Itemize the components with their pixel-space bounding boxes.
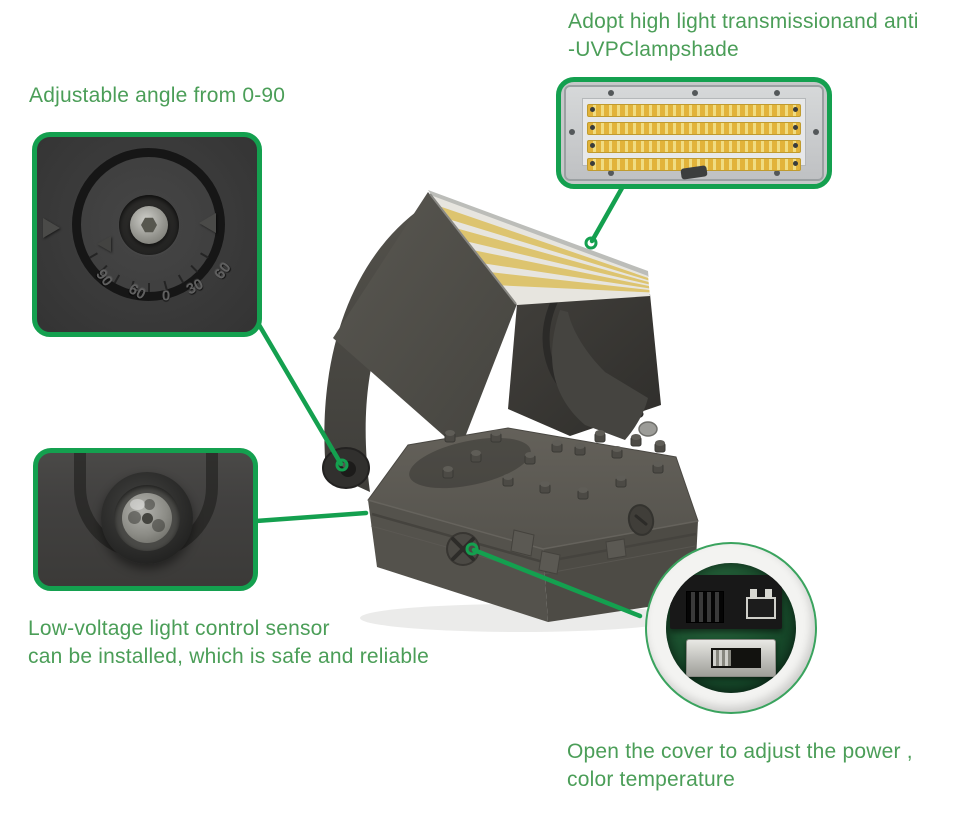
frame-screw-icon xyxy=(813,129,819,135)
callout-line-switch xyxy=(471,547,643,619)
metal-slide-switch xyxy=(686,639,776,677)
dial-tick xyxy=(148,283,150,292)
seam-clips xyxy=(510,529,627,575)
frame-screw-icon xyxy=(774,170,780,176)
light-sensor-inset-photo xyxy=(33,448,258,591)
led-panel-inset-photo xyxy=(556,77,832,189)
angle-pivot xyxy=(322,447,370,489)
hex-socket-icon xyxy=(141,217,157,233)
switch-knob xyxy=(713,650,731,666)
callout-marker-lampshade xyxy=(584,236,598,250)
product-head xyxy=(333,192,517,450)
callout-text-line: color temperature xyxy=(567,768,735,791)
black-slide-switch xyxy=(670,575,782,629)
callout-text-line: can be installed, which is safe and reli… xyxy=(28,645,430,668)
frame-screw-icon xyxy=(692,90,698,96)
wire-clip xyxy=(680,165,708,180)
callout-text-line: -UVPClampshade xyxy=(568,38,739,61)
callout-text-cover-switch: Open the cover to adjust the power , col… xyxy=(567,738,913,794)
dome-highlight xyxy=(130,499,145,510)
callout-text-line: Adopt high light transmissionand anti xyxy=(568,10,919,33)
callout-text-lampshade: Adopt high light transmissionand anti -U… xyxy=(568,8,919,64)
led-module-frame xyxy=(564,85,824,181)
frame-screw-icon xyxy=(774,90,780,96)
product-arm xyxy=(324,202,458,492)
triangle-marker-icon xyxy=(199,213,216,233)
led-strip xyxy=(587,140,801,153)
front-screw xyxy=(446,532,480,566)
product-photo xyxy=(322,190,699,632)
callout-line-sensor xyxy=(253,510,369,524)
led-panel-strips xyxy=(441,206,650,293)
dome-dot xyxy=(152,519,165,532)
base-seam-highlight xyxy=(370,525,696,575)
pcb-photo xyxy=(666,563,796,693)
hinge-bracket xyxy=(552,310,648,440)
callout-text-line: Open the cover to adjust the power , xyxy=(567,740,913,763)
triangle-marker-icon xyxy=(97,236,111,252)
callout-marker-switch xyxy=(465,542,479,556)
led-board xyxy=(582,98,806,171)
panel-rim xyxy=(428,190,649,277)
frame-screw-icon xyxy=(608,90,614,96)
triangle-marker-icon xyxy=(43,218,60,238)
switch-panel-inset-photo xyxy=(645,542,817,714)
photocell-dome xyxy=(122,493,172,543)
switch-pins xyxy=(746,589,776,619)
callout-text-line: Low-voltage light control sensor xyxy=(28,617,330,640)
frame-screw-icon xyxy=(608,170,614,176)
led-strip xyxy=(587,104,801,117)
dome-dot xyxy=(144,499,155,510)
callout-text-sensor: Low-voltage light control sensor can be … xyxy=(28,615,429,671)
callout-marker-angle xyxy=(335,458,349,472)
dial-ring xyxy=(72,148,225,301)
frame-screw-icon xyxy=(569,129,575,135)
cable-gland xyxy=(638,421,658,437)
callout-line-angle xyxy=(252,315,344,467)
panel-left-edge xyxy=(429,193,517,305)
switch-slot xyxy=(711,648,761,668)
callout-text-adjustable-angle: Adjustable angle from 0-90 xyxy=(29,82,285,110)
callout-lines xyxy=(252,185,643,619)
dome-dot xyxy=(128,511,141,524)
callout-line-lampshade xyxy=(589,185,625,244)
angle-dial-inset-photo: 90 60 0 30 60 xyxy=(32,132,262,337)
callout-text-line: Adjustable angle from 0-90 xyxy=(29,84,286,107)
switch-knob xyxy=(686,591,724,623)
side-port xyxy=(627,504,655,536)
led-strip xyxy=(587,122,801,135)
dome-center-dot xyxy=(142,513,153,524)
dial-scale-label: 0 xyxy=(161,287,171,305)
hinge-shadow-on-base xyxy=(409,437,531,489)
